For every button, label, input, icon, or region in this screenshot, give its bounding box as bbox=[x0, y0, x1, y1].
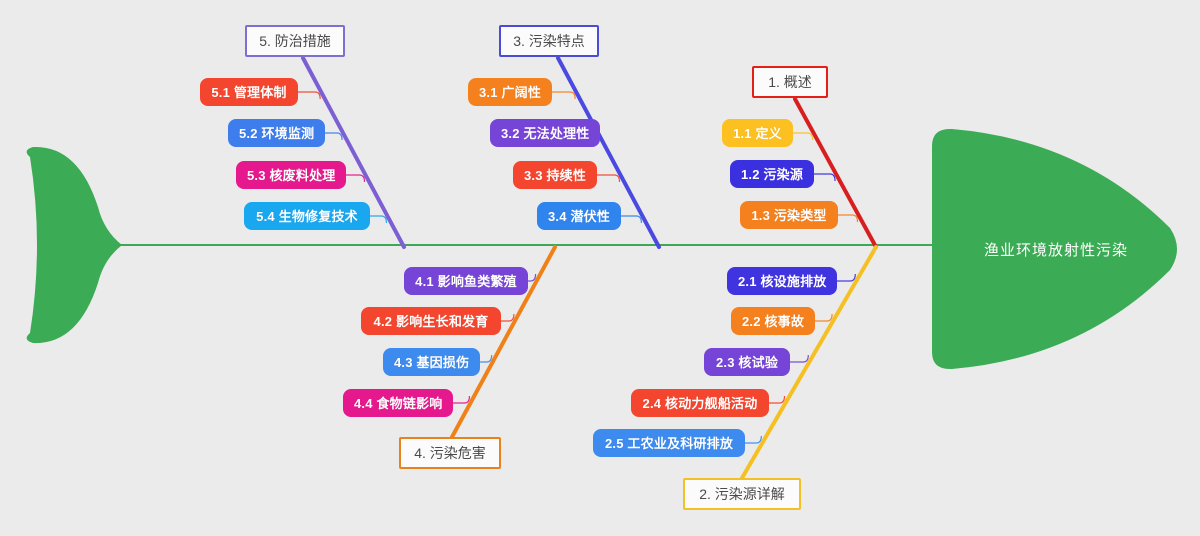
fish-head-label: 渔业环境放射性污染 bbox=[983, 241, 1128, 259]
category-box-b5[interactable]: 5. 防治措施 bbox=[245, 25, 345, 57]
connector-stub bbox=[790, 132, 814, 141]
connector-stub bbox=[550, 91, 576, 100]
leaf-node-label: 4.4 食物链影响 bbox=[354, 395, 443, 411]
connector-stub bbox=[837, 273, 856, 282]
leaf-node-label: 4.2 影响生长和发育 bbox=[373, 313, 489, 329]
connector-stub bbox=[619, 215, 643, 224]
category-box-b2[interactable]: 2. 污染源详解 bbox=[683, 478, 801, 510]
connector-stub bbox=[745, 435, 762, 444]
leaf-node-b3-1[interactable]: 3.1 广阔性 bbox=[468, 78, 553, 106]
leaf-node-b2-4[interactable]: 2.4 核动力舰船活动 bbox=[631, 389, 769, 417]
connector-stub bbox=[812, 173, 836, 182]
leaf-node-b2-5[interactable]: 2.5 工农业及科研排放 bbox=[593, 429, 745, 457]
leaf-node-label: 5.3 核废料处理 bbox=[247, 167, 336, 183]
leaf-node-b4-4[interactable]: 4.4 食物链影响 bbox=[343, 389, 454, 417]
leaf-node-label: 3.4 潜伏性 bbox=[548, 208, 611, 224]
leaf-node-b1-2[interactable]: 1.2 污染源 bbox=[730, 160, 815, 188]
leaf-node-label: 5.1 管理体制 bbox=[211, 84, 287, 100]
category-box-b3[interactable]: 3. 污染特点 bbox=[499, 25, 599, 57]
leaf-node-b3-3[interactable]: 3.3 持续性 bbox=[513, 161, 598, 189]
category-label: 1. 概述 bbox=[768, 74, 812, 90]
leaf-node-label: 5.4 生物修复技术 bbox=[256, 208, 358, 224]
connector-stub bbox=[298, 91, 321, 100]
fish-head[interactable]: 渔业环境放射性污染 bbox=[932, 128, 1180, 370]
connector-stub bbox=[453, 395, 471, 404]
connector-stub bbox=[769, 395, 786, 404]
leaf-node-label: 4.3 基因损伤 bbox=[394, 354, 470, 370]
category-label: 4. 污染危害 bbox=[414, 445, 486, 461]
category-label: 5. 防治措施 bbox=[259, 33, 331, 49]
leaf-node-b5-2[interactable]: 5.2 环境监测 bbox=[228, 119, 326, 147]
connector-stub bbox=[528, 273, 537, 282]
leaf-node-label: 2.3 核试验 bbox=[715, 354, 779, 370]
leaf-node-b4-3[interactable]: 4.3 基因损伤 bbox=[383, 348, 481, 376]
leaf-node-b2-1[interactable]: 2.1 核设施排放 bbox=[727, 267, 838, 295]
category-label: 2. 污染源详解 bbox=[699, 486, 785, 502]
leaf-node-label: 2.5 工农业及科研排放 bbox=[604, 435, 734, 451]
leaf-node-label: 1.2 污染源 bbox=[741, 166, 804, 182]
leaf-node-b2-2[interactable]: 2.2 核事故 bbox=[731, 307, 816, 335]
leaf-node-b4-2[interactable]: 4.2 影响生长和发育 bbox=[361, 307, 501, 335]
connector-stub bbox=[813, 313, 833, 322]
leaf-node-b5-3[interactable]: 5.3 核废料处理 bbox=[236, 161, 347, 189]
connector-stub bbox=[790, 354, 809, 363]
leaf-node-b3-4[interactable]: 3.4 潜伏性 bbox=[537, 202, 622, 230]
fish-tail bbox=[26, 146, 123, 344]
leaf-node-label: 3.2 无法处理性 bbox=[501, 125, 590, 141]
connector-stub bbox=[597, 174, 621, 183]
connector-stub bbox=[501, 313, 515, 322]
leaf-node-label: 3.3 持续性 bbox=[524, 167, 587, 183]
connector-stub bbox=[346, 174, 366, 183]
leaf-node-b5-4[interactable]: 5.4 生物修复技术 bbox=[244, 202, 370, 230]
leaf-node-label: 2.4 核动力舰船活动 bbox=[642, 395, 758, 411]
connector-stub bbox=[838, 214, 859, 223]
leaf-node-label: 1.3 污染类型 bbox=[751, 207, 827, 223]
leaf-node-label: 2.2 核事故 bbox=[742, 313, 805, 329]
leaf-node-label: 5.2 环境监测 bbox=[239, 125, 315, 141]
connector-stub bbox=[370, 215, 388, 224]
leaf-node-label: 1.1 定义 bbox=[733, 125, 782, 141]
leaf-node-b1-3[interactable]: 1.3 污染类型 bbox=[740, 201, 838, 229]
leaf-node-label: 2.1 核设施排放 bbox=[738, 273, 827, 289]
leaf-node-b3-2[interactable]: 3.2 无法处理性 bbox=[490, 119, 601, 147]
leaf-node-b2-3[interactable]: 2.3 核试验 bbox=[704, 348, 790, 376]
category-label: 3. 污染特点 bbox=[513, 33, 585, 49]
fish-head-shape bbox=[932, 128, 1177, 370]
leaf-node-b1-1[interactable]: 1.1 定义 bbox=[722, 119, 793, 147]
leaf-node-label: 4.1 影响鱼类繁殖 bbox=[415, 273, 517, 289]
leaf-node-b5-1[interactable]: 5.1 管理体制 bbox=[200, 78, 298, 106]
leaf-node-b4-1[interactable]: 4.1 影响鱼类繁殖 bbox=[404, 267, 528, 295]
category-box-b4[interactable]: 4. 污染危害 bbox=[399, 437, 501, 469]
leaf-node-label: 3.1 广阔性 bbox=[479, 84, 542, 100]
category-box-b1[interactable]: 1. 概述 bbox=[752, 66, 828, 98]
